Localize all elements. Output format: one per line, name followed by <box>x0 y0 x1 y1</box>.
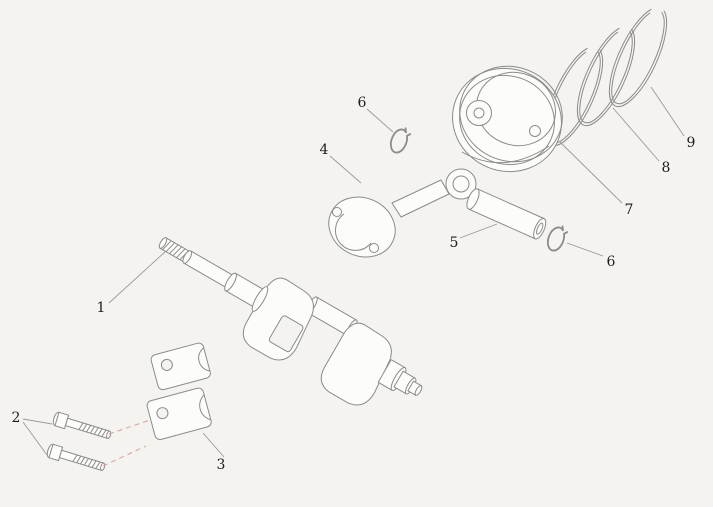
connecting-rod <box>328 168 477 258</box>
bearing-cap-upper <box>150 342 211 391</box>
piston-ring-middle <box>576 25 636 127</box>
crank-web-cutout <box>268 315 304 353</box>
leader-line-2a <box>22 418 53 425</box>
leader-line-6-upper <box>366 108 394 133</box>
cap-bearing-bore <box>199 394 211 421</box>
crankshaft <box>158 237 423 406</box>
thread-hatching <box>162 240 189 261</box>
cap-bolt-hole <box>156 407 169 420</box>
bolt-lower <box>46 443 106 471</box>
callout-7: 7 <box>625 202 634 218</box>
leader-line-9 <box>650 86 685 137</box>
callout-2: 2 <box>12 410 21 426</box>
bolt-centerline <box>108 419 151 435</box>
leader-line-4 <box>329 155 362 184</box>
bolt-centerline <box>102 445 147 467</box>
crank-web-rear <box>320 322 392 406</box>
thread-hatching <box>78 422 107 437</box>
bearing-cap-lower <box>146 387 212 441</box>
rod-small-end <box>445 168 477 200</box>
crank-output-tip <box>414 385 423 396</box>
piston-pin-hole <box>473 107 485 119</box>
rod-small-end-bore <box>452 175 470 193</box>
leader-line-1 <box>108 250 167 304</box>
callout-6-upper: 6 <box>358 95 367 111</box>
circlip-upper <box>389 127 412 154</box>
leader-line-2b <box>22 421 48 456</box>
callout-3: 3 <box>217 457 226 473</box>
piston-ring-outer <box>608 6 668 108</box>
leader-line-5 <box>459 223 498 239</box>
piston-pin <box>466 188 547 240</box>
rod-bearing-cradle <box>335 213 372 251</box>
leader-line-7 <box>559 141 623 204</box>
rod-shaft <box>391 179 450 218</box>
leader-line-8 <box>612 107 660 162</box>
piston-pin-boss <box>466 100 492 126</box>
callout-6-lower: 6 <box>607 254 616 270</box>
rod-bolt-hole <box>332 207 342 217</box>
cap-bearing-bore <box>198 347 211 372</box>
piston-skirt-edge <box>461 145 550 164</box>
callout-9: 9 <box>687 135 696 151</box>
rod-big-end <box>328 196 396 258</box>
callout-5: 5 <box>450 235 459 251</box>
callout-1: 1 <box>97 300 106 316</box>
piston-pin-hole-far <box>529 125 541 137</box>
callout-8: 8 <box>662 160 671 176</box>
thread-hatching <box>72 454 101 469</box>
piston <box>452 65 563 173</box>
bolt-upper <box>52 411 112 439</box>
circlip-lower <box>546 225 569 252</box>
cap-bolt-hole <box>160 358 173 371</box>
rod-bolt-hole <box>369 243 379 253</box>
leader-line-6-lower <box>566 242 604 257</box>
callout-4: 4 <box>320 142 329 158</box>
leader-line-3 <box>202 432 225 458</box>
